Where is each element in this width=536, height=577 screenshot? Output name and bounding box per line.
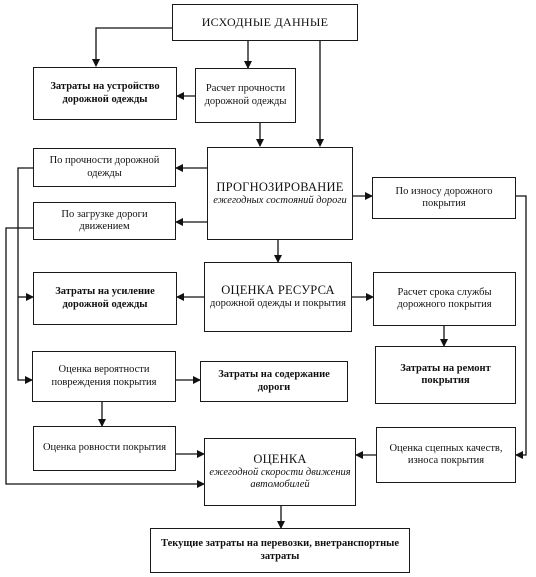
surface-life-calc-label: Расчет срока службы дорожного покрытия [397, 286, 492, 310]
damage-probability-label: Оценка вероятности повреждения покрытия [51, 364, 157, 388]
arrow-strength-to-damage [17, 167, 33, 384]
transport-costs-box: Текущие затраты на перевозки, внетранспо… [150, 528, 410, 573]
evenness-assessment-box: Оценка ровности покрытия [33, 426, 176, 471]
speed-assessment-box: ОЦЕНКА ежегодной скорости движения автом… [204, 438, 356, 506]
transport-costs-label: Текущие затраты на перевозки, внетранспо… [161, 538, 399, 562]
reinforcement-costs-box: Затраты на усиление дорожной одежды [33, 272, 177, 325]
resource-assessment-subtitle: дорожной одежды и покрытия [210, 298, 346, 310]
arrow-initial-to-costs [92, 27, 172, 67]
maintenance-costs-box: Затраты на содержание дороги [200, 361, 348, 402]
maintenance-costs-label: Затраты на содержание дороги [218, 369, 330, 393]
grip-assessment-box: Оценка сцепных качеств, износа покрытия [376, 427, 516, 483]
initial-data-box: ИСХОДНЫЕ ДАННЫЕ [172, 4, 358, 41]
by-traffic-load-box: По загрузке дороги движением [33, 202, 176, 240]
evenness-assessment-label: Оценка ровности покрытия [42, 442, 167, 454]
forecasting-title: ПРОГНОЗИРОВАНИЕ [216, 179, 344, 194]
forecasting-box: ПРОГНОЗИРОВАНИЕ ежегодных состояний доро… [207, 147, 353, 240]
damage-probability-box: Оценка вероятности повреждения покрытия [32, 351, 176, 402]
pavement-strength-calc-label: Расчет прочности дорожной одежды [204, 83, 287, 107]
reinforcement-costs-label: Затраты на усиление дорожной одежды [55, 286, 155, 310]
speed-assessment-subtitle: ежегодной скорости движения автомобилей [209, 467, 351, 491]
initial-data-label: ИСХОДНЫЕ ДАННЫЕ [201, 15, 329, 30]
pavement-strength-calc-box: Расчет прочности дорожной одежды [195, 68, 296, 123]
by-surface-wear-label: По износу дорожного покрытия [395, 185, 493, 209]
by-pavement-strength-label: По прочности дорожной одежды [49, 155, 160, 179]
by-surface-wear-box: По износу дорожного покрытия [372, 177, 516, 219]
arrow-wear-to-grip [515, 195, 527, 459]
speed-assessment-title: ОЦЕНКА [253, 452, 307, 467]
pavement-construction-costs-box: Затраты на устройство дорожной одежды [33, 67, 177, 120]
resource-assessment-title: ОЦЕНКА РЕСУРСА [221, 283, 335, 298]
grip-assessment-label: Оценка сцепных качеств, износа покрытия [389, 442, 503, 466]
pavement-construction-costs-label: Затраты на устройство дорожной одежды [50, 81, 160, 105]
forecasting-subtitle: ежегодных состояний дороги [213, 194, 347, 206]
by-pavement-strength-box: По прочности дорожной одежды [33, 148, 176, 187]
arrow-load-to-speed [5, 227, 205, 488]
repair-costs-box: Затраты на ремонт покрытия [375, 346, 516, 404]
resource-assessment-box: ОЦЕНКА РЕСУРСА дорожной одежды и покрыти… [204, 262, 352, 332]
by-traffic-load-label: По загрузке дороги движением [61, 208, 148, 232]
repair-costs-label: Затраты на ремонт покрытия [400, 362, 491, 386]
surface-life-calc-box: Расчет срока службы дорожного покрытия [373, 272, 516, 326]
